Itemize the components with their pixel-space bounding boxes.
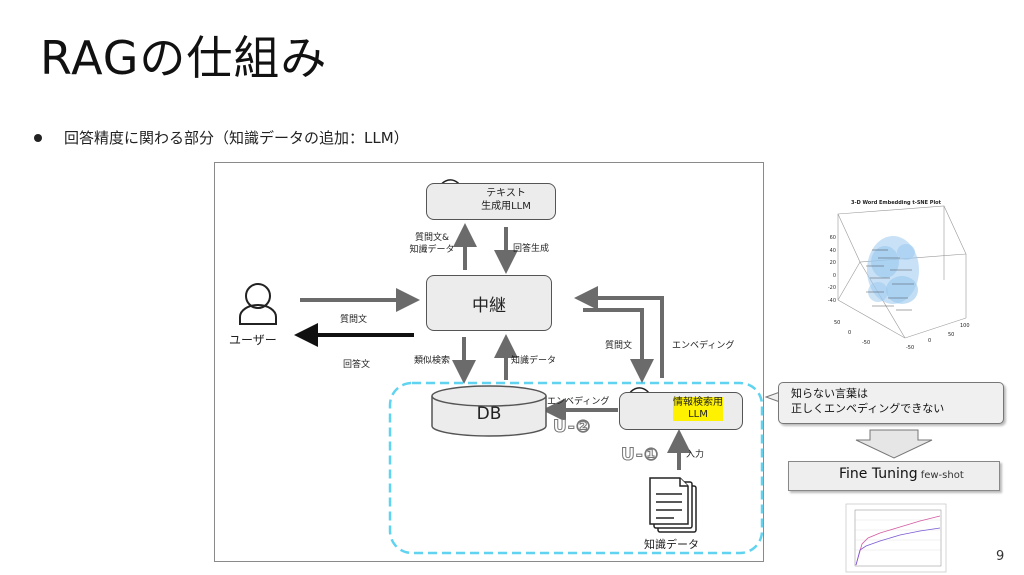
down-arrow-icon	[855, 429, 933, 459]
z-tick: 60	[829, 235, 836, 241]
tsne-plot-title: 3-D Word Embedding t-SNE Plot	[851, 200, 941, 206]
retrieval-region	[388, 381, 764, 555]
relay-box	[426, 275, 552, 331]
edge-label-input: 入力	[686, 450, 705, 460]
slide-title: RAGの仕組み	[40, 31, 328, 85]
user-icon	[239, 283, 277, 325]
x-tick: -50	[862, 340, 871, 346]
z-tick: -20	[827, 285, 836, 292]
knowledge-docs-label: 知識データ	[644, 538, 699, 551]
user-label: ユーザー	[229, 333, 277, 347]
edge-label-answer-gen: 回答生成	[513, 244, 550, 254]
y-tick: 50	[948, 332, 955, 338]
edge-label-embedding-right: エンベディング	[672, 341, 735, 351]
callout-note: 知らない言葉は 正しくエンベディングできない	[778, 382, 1004, 424]
y-tick: 0	[928, 338, 932, 344]
tsne-word-scribbles	[866, 249, 914, 311]
x-tick: 0	[848, 330, 852, 336]
relay-label: 中継	[472, 296, 506, 316]
edge-label-similar-search: 類似検索	[414, 356, 451, 366]
retrieval-llm-text: 情報検索用 LLM	[673, 397, 723, 421]
edge-label-knowledge-data: 知識データ	[511, 356, 557, 366]
db-cylinder	[431, 385, 547, 437]
arrow-question-to-retrieval	[583, 308, 654, 383]
tag-u2: U-②	[552, 417, 592, 438]
y-tick: -50	[906, 345, 915, 351]
document-stack-icon	[649, 477, 697, 533]
text-llm-label: テキスト 生成用LLM	[481, 188, 531, 212]
edge-label-answer-user: 回答文	[343, 360, 371, 370]
page-number: 9	[996, 549, 1005, 564]
z-tick: -40	[827, 297, 836, 304]
y-tick: 100	[960, 323, 970, 329]
x-tick: 50	[834, 320, 841, 326]
tag-u2-shape	[551, 420, 601, 438]
db-label: DB	[476, 404, 502, 424]
z-tick: 40	[829, 247, 836, 254]
z-tick: 0	[832, 272, 836, 279]
bullet-dot-icon	[34, 133, 42, 142]
edge-label-question-right: 質問文	[605, 341, 633, 351]
fine-tuning-suffix: few-shot	[920, 470, 964, 481]
arrow-embedding-to-relay	[574, 286, 664, 378]
edge-label-question-user: 質問文	[340, 315, 368, 325]
bullet-text: 回答精度に関わる部分（知識データの追加：LLM）	[64, 129, 409, 147]
text-llm-box	[426, 183, 556, 220]
edge-label-question-knowledge: 質問文& 知識データ	[409, 233, 455, 255]
fine-tuning-label: Fine Tuning	[839, 466, 918, 482]
z-tick: 20	[829, 260, 836, 267]
mini-line-chart	[845, 503, 947, 573]
tsne-z-ticks: 60 40 20 0 -20 -40	[824, 232, 836, 308]
retrieval-llm-label: 情報検索用 LLM	[668, 397, 728, 421]
tag-u1: U-①	[620, 445, 660, 466]
bullet-point: 回答精度に関わる部分（知識データの追加：LLM）	[34, 127, 409, 148]
edge-label-embedding-db: エンベディング	[547, 397, 610, 407]
